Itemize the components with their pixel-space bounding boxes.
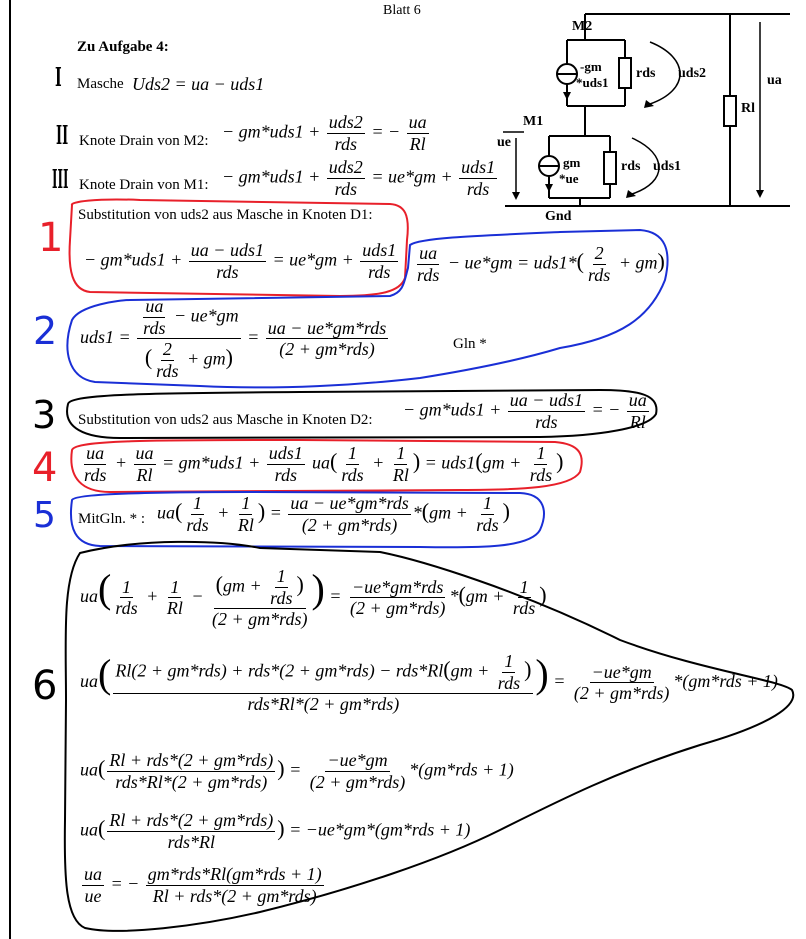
step-number-5: 5 — [33, 495, 56, 536]
loop-step-6 — [63, 540, 795, 932]
step6-line2: ua(Rl(2 + gm*rds) + rds*(2 + gm*rds) − r… — [80, 650, 778, 715]
roman-numeral-iii: III — [52, 165, 69, 195]
gm-ue-top-label: gm — [563, 155, 581, 170]
circuit-m2-label: M2 — [572, 19, 593, 34]
page-label: Blatt 6 — [383, 3, 421, 18]
gm-uds1-bottom-label: *uds1 — [576, 75, 609, 90]
roman-numeral-i: I — [55, 63, 62, 93]
loop-step-2 — [66, 228, 669, 389]
gnd-label: Gnd — [545, 209, 572, 224]
ua-label: ua — [767, 73, 782, 88]
step-number-4: 4 — [32, 445, 58, 491]
rl-resistor — [723, 95, 737, 127]
step-number-1: 1 — [38, 215, 64, 261]
gln-label: Gln * — [453, 336, 487, 352]
masche-equation: Uds2 = ua − uds1 — [132, 74, 265, 94]
uds2-arrow — [649, 41, 681, 105]
roman-numeral-ii: II — [56, 121, 69, 151]
subst-d1-label: Substitution von uds2 aus Masche in Knot… — [78, 207, 373, 223]
mit-gln-label: MitGln. * : — [78, 511, 146, 527]
rds-top-label: rds — [636, 66, 656, 81]
step6-line4: ua(Rl + rds*(2 + gm*rds)rds*Rl) = −ue*gm… — [80, 810, 471, 852]
uds1-label: uds1 — [653, 159, 682, 174]
masche-label: Masche — [77, 76, 124, 92]
knote-m1-label: Knote Drain von M1: — [79, 177, 209, 193]
rds-resistor-bottom — [603, 151, 617, 185]
heading: Zu Aufgabe 4: — [77, 39, 169, 55]
step6-line3: ua(Rl + rds*(2 + gm*rds)rds*Rl*(2 + gm*r… — [80, 750, 514, 792]
step-number-6: 6 — [32, 663, 58, 709]
margin-line — [9, 0, 11, 939]
rds-resistor-top — [618, 57, 632, 89]
loop-step-5 — [70, 490, 545, 549]
step-number-2: 2 — [33, 309, 58, 353]
uds2-label: uds2 — [678, 66, 707, 81]
loop-step-3 — [66, 388, 658, 440]
rds-bottom-label: rds — [621, 159, 641, 174]
subst-d2-label: Substitution von uds2 aus Masche in Knot… — [78, 412, 373, 428]
gm-ue-bottom-label: *ue — [559, 171, 579, 186]
uds1-arrow — [631, 137, 660, 195]
loop-step-4 — [70, 438, 583, 494]
knote-m2-label: Knote Drain von M2: — [79, 133, 209, 149]
ue-label: ue — [497, 135, 511, 150]
gm-uds1-top-label: -gm — [580, 59, 602, 74]
circuit-m1-label: M1 — [523, 114, 544, 129]
rl-label: Rl — [741, 101, 755, 116]
step-number-3: 3 — [32, 393, 57, 437]
